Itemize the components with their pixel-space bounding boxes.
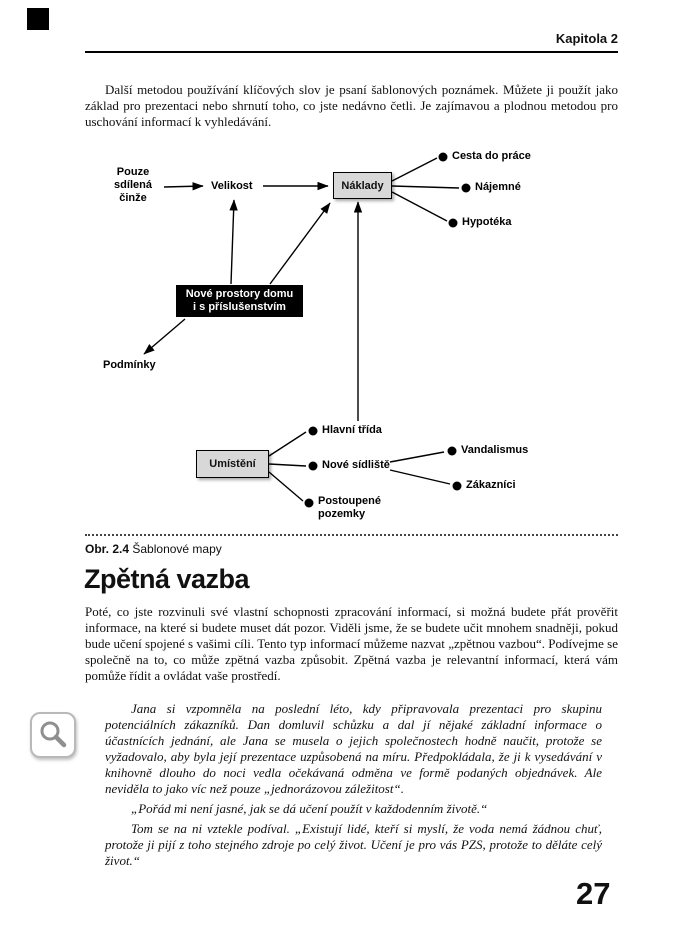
connector-naklady-najemne xyxy=(391,185,460,189)
node-pouze-sdilena-cinze: Pouze sdílená činže xyxy=(103,166,163,205)
node-naklady-box: Náklady xyxy=(333,172,392,199)
node-najemne: Nájemné xyxy=(475,181,521,193)
node-hypoteka: Hypotéka xyxy=(462,216,512,228)
diagram-connectors xyxy=(143,152,471,508)
node-umisteni-box: Umístění xyxy=(196,450,269,478)
connector-sidliste-zakaznici xyxy=(389,469,451,485)
figure-caption: Obr. 2.4 Šablonové mapy xyxy=(85,542,222,556)
bullet-cesta-do-prace xyxy=(438,152,448,162)
node-line: sdílená xyxy=(114,179,152,191)
crop-mark xyxy=(27,8,49,30)
node-line: pozemky xyxy=(318,508,366,520)
node-line: Postoupené xyxy=(318,495,381,507)
intro-paragraph: Další metodou používání klíčových slov j… xyxy=(85,82,618,129)
bullet-vandalismus xyxy=(447,446,457,456)
caption-dotted-rule xyxy=(85,534,618,536)
node-hlavni-trida: Hlavní třída xyxy=(322,424,382,436)
bullet-nove-sidliste xyxy=(308,461,318,471)
page-number: 27 xyxy=(576,876,611,911)
node-vandalismus: Vandalismus xyxy=(461,444,529,456)
template-map-diagram: Pouze sdílená činže Velikost Cesta do pr… xyxy=(0,140,700,535)
connector-prostory-naklady xyxy=(269,202,331,285)
node-postoupene-pozemky: Postoupené pozemky xyxy=(318,495,381,521)
bullet-hypoteka xyxy=(448,218,458,228)
connector-naklady-hypoteka xyxy=(391,191,448,222)
connector-umisteni-sidliste xyxy=(268,463,307,467)
node-velikost: Velikost xyxy=(211,180,253,192)
connector-umisteni-hlavni-trida xyxy=(268,431,307,457)
node-line: Nové prostory domu xyxy=(185,288,294,300)
node-line: činže xyxy=(119,192,147,204)
node-line: Pouze xyxy=(116,166,150,178)
bullet-hlavni-trida xyxy=(308,426,318,436)
node-zakaznici: Zákazníci xyxy=(466,479,516,491)
story-paragraph: „Pořád mi není jasné, jak se dá učení po… xyxy=(131,801,488,816)
node-line: i s příslušenstvím xyxy=(193,301,286,313)
story-paragraph: Jana si vzpomněla na poslední léto, kdy … xyxy=(105,701,602,796)
magnifier-badge xyxy=(30,712,76,758)
node-podminky: Podmínky xyxy=(103,359,156,371)
section-paragraph: Poté, co jste rozvinuli své vlastní scho… xyxy=(85,604,618,683)
chapter-header: Kapitola 2 xyxy=(555,31,618,46)
figure-caption-text: Šablonové mapy xyxy=(132,542,222,556)
magnifier-icon xyxy=(40,721,67,748)
story-paragraph: Tom se na ni vztekle podíval. „Existují … xyxy=(105,821,602,868)
node-nove-sidliste: Nové sídliště xyxy=(322,459,390,471)
connector-prostory-velikost xyxy=(229,199,238,285)
bullet-zakaznici xyxy=(452,481,462,491)
node-cesta-do-prace: Cesta do práce xyxy=(452,150,531,162)
bullet-postoupene-pozemky xyxy=(304,498,314,508)
connector-naklady-cesta xyxy=(391,157,438,182)
node-nove-prostory-box: Nové prostory domu i s příslušenstvím xyxy=(176,285,303,317)
connector-umisteni-pozemky xyxy=(268,471,304,502)
story-block: Jana si vzpomněla na poslední léto, kdy … xyxy=(105,701,602,873)
connector-prostory-podminky xyxy=(143,318,186,355)
header-rule xyxy=(85,51,618,53)
connector-cinze-velikost xyxy=(163,182,204,191)
bullet-najemne xyxy=(461,183,471,193)
connector-sidliste-vandalismus xyxy=(389,451,445,463)
section-title: Zpětná vazba xyxy=(84,564,250,594)
figure-caption-label: Obr. 2.4 xyxy=(85,542,130,556)
